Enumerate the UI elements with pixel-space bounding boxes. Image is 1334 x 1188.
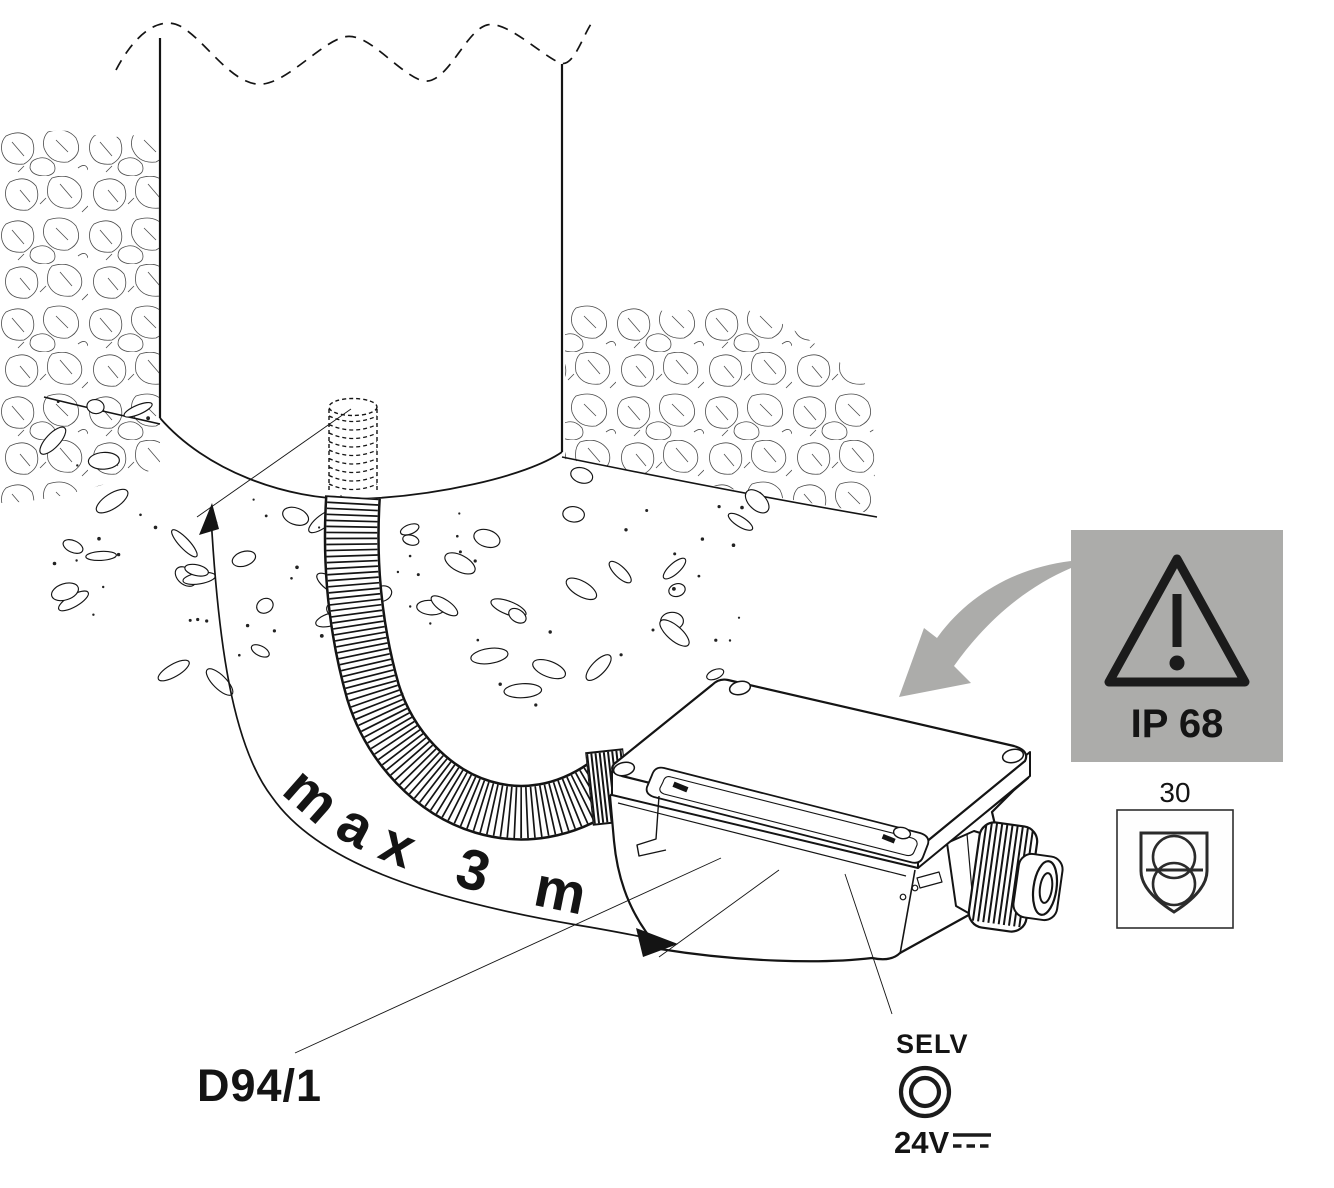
pole xyxy=(115,22,592,500)
stone-texture-right xyxy=(565,294,876,514)
extension-line-pole xyxy=(196,408,352,518)
threaded-stub xyxy=(328,397,378,493)
warning-triangle-icon xyxy=(1104,554,1250,687)
selv-label: SELV xyxy=(896,1029,969,1059)
plate-print-mark xyxy=(672,781,689,793)
gravel-texture xyxy=(39,398,770,707)
arrowhead-up xyxy=(199,503,219,535)
selv-leader-line xyxy=(844,873,893,1015)
arrowhead-right xyxy=(636,928,678,957)
plate-print-mark xyxy=(881,833,896,844)
voltage-label: 24V xyxy=(894,1125,949,1160)
pole-bottom-edge xyxy=(159,417,563,500)
part-leader-line xyxy=(294,857,722,1054)
label-plate xyxy=(636,766,930,864)
stone-texture-left xyxy=(0,130,160,503)
transformer-marking: 30 xyxy=(1159,777,1190,808)
gland-hole xyxy=(1038,872,1054,904)
cable-gland xyxy=(946,820,1064,933)
selv-block: SELV 24V xyxy=(894,1029,991,1160)
ground-surface xyxy=(43,396,878,518)
lid-screws xyxy=(612,680,1025,777)
fail-safe-transformer-icon: 30 xyxy=(1116,777,1234,929)
callout-arrow xyxy=(899,561,1071,697)
ip-rating-label: IP 68 xyxy=(1131,702,1224,746)
junction-box xyxy=(608,678,1064,963)
double-circle-icon xyxy=(898,1065,952,1119)
extension-line-box xyxy=(658,869,780,958)
lid-latch xyxy=(899,871,943,901)
pole-break-line xyxy=(115,22,592,85)
ip68-panel: IP 68 xyxy=(1071,530,1283,762)
dimension-arc: max 3 m xyxy=(199,503,678,957)
plate-bracket xyxy=(636,795,667,857)
dc-voltage-icon xyxy=(953,1133,991,1148)
part-label: D94/1 xyxy=(197,1060,322,1111)
